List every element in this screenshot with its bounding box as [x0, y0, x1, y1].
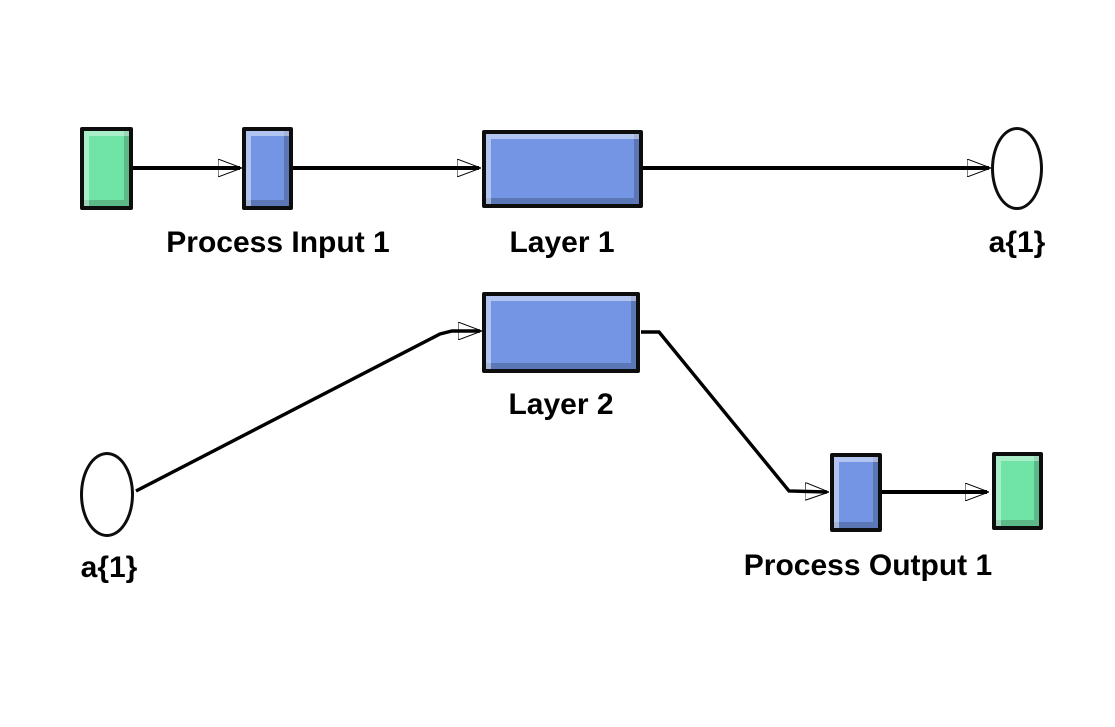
block-process-output-1[interactable] [830, 453, 882, 532]
block-a1-output[interactable] [991, 127, 1043, 210]
block-layer-2[interactable] [482, 292, 640, 373]
block-a1-input[interactable] [80, 452, 134, 537]
block-sink-terminal[interactable] [992, 452, 1043, 530]
block-layer-1[interactable] [482, 130, 643, 208]
label-process-output-1: Process Output 1 [743, 549, 993, 582]
label-layer-1: Layer 1 [509, 226, 615, 259]
label-layer-2: Layer 2 [508, 388, 614, 421]
label-a1-input: a{1} [80, 551, 138, 584]
label-a1-output: a{1} [988, 226, 1046, 259]
wire-layer2-to-process-output[interactable] [641, 330, 827, 492]
block-process-input-1[interactable] [242, 127, 293, 210]
label-process-input-1: Process Input 1 [166, 226, 390, 259]
block-source-terminal[interactable] [80, 127, 133, 210]
wire-a1-input-to-layer2[interactable] [135, 331, 480, 493]
